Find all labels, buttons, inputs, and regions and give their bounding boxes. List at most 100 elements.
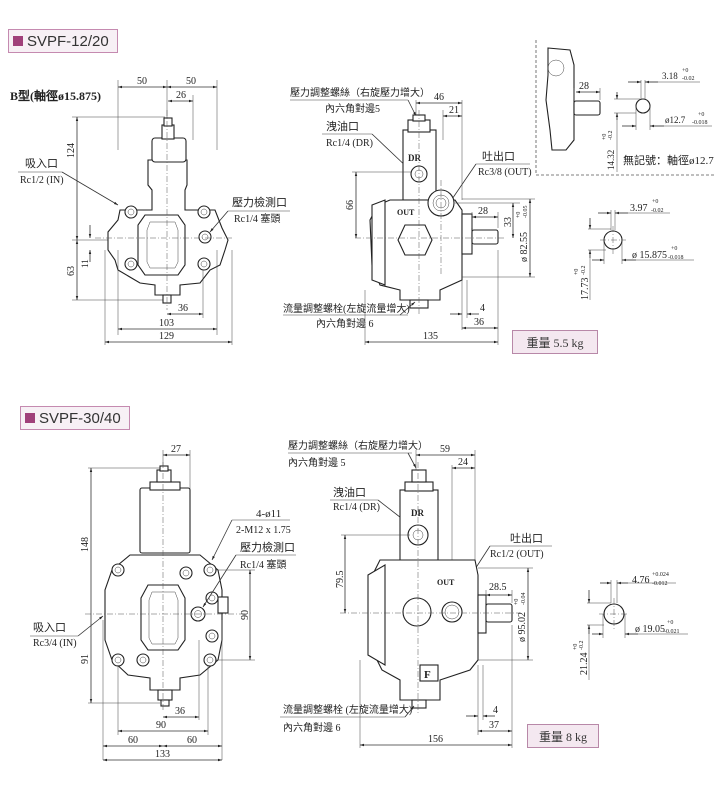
inlet-port-30-40: Rc3/4 (IN) xyxy=(33,638,77,649)
stamp-f: F xyxy=(424,669,431,681)
pilot-tol-upper-30-40: +0 xyxy=(514,599,520,605)
key-height-tol-upper-30-40: +0 xyxy=(573,644,579,650)
inset-key-height: 14.32 xyxy=(606,150,616,170)
dim-36: 36 xyxy=(178,303,188,314)
svpf-30-40-shaft-detail: 4.76 +0.024 -0.012 ø 19.05 +0 -0.021 21.… xyxy=(573,572,688,680)
flow-hex-label-30-40: 內六角對邊 6 xyxy=(283,721,341,734)
b-key-height-tol-lower: -0.2 xyxy=(581,266,587,276)
thread-label: 2-M12 x 1.75 xyxy=(236,525,291,536)
b-key-width: 3.97 xyxy=(630,203,648,214)
drain-port: Rc1/4 (DR) xyxy=(326,138,373,149)
dim-60-right: 60 xyxy=(187,735,197,746)
dim-36-side: 36 xyxy=(474,317,484,328)
pressure-hex-label-30-40: 內六角對邊 5 xyxy=(288,456,346,469)
svpf-12-20-b-type-shaft-detail: 3.97 +0 -0.02 ø 15.875 +0 -0.018 17.73 +… xyxy=(574,199,694,300)
shaft-tol-lower-30-40: -0.021 xyxy=(664,629,680,635)
dim-37: 37 xyxy=(489,720,499,731)
dim-90: 90 xyxy=(156,720,166,731)
flow-hex-label: 內六角對邊 6 xyxy=(316,317,374,330)
weight-badge-12-20: 重量 5.5 kg xyxy=(512,330,598,354)
key-height-tol-lower-30-40: -0.2 xyxy=(579,641,585,651)
key-height-30-40: 21.24 xyxy=(579,653,590,676)
section-title-svpf-12-20: SVPF-12/20 xyxy=(8,29,118,53)
dim-129: 129 xyxy=(159,331,174,342)
flow-screw-label-30-40: 流量調整螺栓 (左旋流量增大) xyxy=(283,703,412,716)
pressure-screw-label-30-40: 壓力調整螺絲（右旋壓力增大） xyxy=(288,439,428,452)
gauge-label-30-40: 壓力檢測口 xyxy=(240,540,295,554)
dim-50-left: 50 xyxy=(137,76,147,87)
pilot-tol-lower-30-40: -0.04 xyxy=(521,593,527,606)
gauge-port-30-40: Rc1/4 塞頭 xyxy=(240,558,286,571)
weight-text: 重量 8 kg xyxy=(538,729,587,744)
b-shaft-dia: ø 15.875 xyxy=(632,250,667,261)
svpf-30-40-front-view: 27 148 91 xyxy=(30,444,296,762)
dim-24: 24 xyxy=(458,457,468,468)
b-key-tol-lower: -0.02 xyxy=(651,208,664,214)
inset-key-tol-upper: +0 xyxy=(682,68,688,74)
inset-key-width: 3.18 xyxy=(662,71,678,81)
pressure-hex-label: 內六角對邊5 xyxy=(325,102,380,115)
holes-label: 4-ø11 xyxy=(256,508,281,520)
stamp-out-30-40: OUT xyxy=(437,578,455,587)
section-title-svpf-30-40: SVPF-30/40 xyxy=(20,406,130,430)
dim-36-30-40: 36 xyxy=(175,706,185,717)
inset-key-height-tol-lower: -0.2 xyxy=(608,131,614,141)
pressure-screw-label: 壓力調整螺絲（右旋壓力增大） xyxy=(290,86,430,99)
dim-33: 33 xyxy=(503,217,514,227)
dim-60-left: 60 xyxy=(128,735,138,746)
dim-pilot-95-02: ø 95.02 xyxy=(517,612,528,642)
dim-46: 46 xyxy=(434,92,444,103)
svpf-30-40-side-view: 壓力調整螺絲（右旋壓力增大） 內六角對邊 5 洩油口 Rc1/4 (DR) 吐出… xyxy=(280,439,552,748)
dim-21: 21 xyxy=(449,105,459,116)
dim-63: 63 xyxy=(66,266,77,276)
outlet-port-30-40: Rc1/2 (OUT) xyxy=(490,549,544,560)
dim-79-5: 79.5 xyxy=(335,571,346,589)
svpf-12-20-front-view: B型(軸徑ø15.875) 50 50 26 124 63 11 xyxy=(10,76,290,345)
pilot-tol-upper: +0 xyxy=(516,212,522,218)
outlet-label: 吐出口 xyxy=(482,149,515,163)
outlet-label-30-40: 吐出口 xyxy=(510,531,543,545)
dim-28-5: 28.5 xyxy=(489,582,507,593)
b-shaft-tol-lower: -0.018 xyxy=(668,255,684,261)
inset-note: 無記號：軸徑ø12.7 xyxy=(623,153,714,167)
stamp-out: OUT xyxy=(397,208,415,217)
drain-label: 洩油口 xyxy=(326,119,359,133)
dim-103: 103 xyxy=(159,318,174,329)
dim-59: 59 xyxy=(440,444,450,455)
dim-91: 91 xyxy=(80,654,91,664)
dim-4-30-40: 4 xyxy=(493,705,498,716)
inset-shaft-dia: ø12.7 xyxy=(665,115,686,125)
dim-26: 26 xyxy=(176,90,186,101)
gauge-label: 壓力檢測口 xyxy=(232,195,287,209)
svpf-12-20-side-view: 壓力調整螺絲（右旋壓力增大） 內六角對邊5 洩油口 Rc1/4 (DR) 吐出口… xyxy=(283,86,535,345)
inset-dim-28: 28 xyxy=(579,81,589,92)
bolt-icons xyxy=(111,563,219,667)
inlet-port: Rc1/2 (IN) xyxy=(20,175,64,186)
section-title-text: SVPF-12/20 xyxy=(27,32,109,50)
dim-133: 133 xyxy=(155,749,170,760)
svpf-12-20-standard-shaft-inset: 28 3.18 +0 -0.02 ø12.7 +0 -0.018 14.32 +… xyxy=(535,40,714,176)
dim-90-vertical: 90 xyxy=(240,610,251,620)
shaft-tol-upper-30-40: +0 xyxy=(667,620,673,626)
dim-4: 4 xyxy=(480,303,485,314)
inset-key-height-tol-upper: +0 xyxy=(602,134,608,140)
dim-27: 27 xyxy=(171,444,181,455)
key-width-30-40: 4.76 xyxy=(632,575,650,586)
inset-shaft-tol-lower: -0.018 xyxy=(692,120,708,126)
stamp-dr-30-40: DR xyxy=(411,508,424,518)
dim-148: 148 xyxy=(80,537,91,552)
dim-66: 66 xyxy=(345,200,356,210)
dim-135: 135 xyxy=(423,331,438,342)
dim-pilot-82-55: ø 82.55 xyxy=(519,232,530,262)
weight-text: 重量 5.5 kg xyxy=(526,335,584,350)
bolt-icons xyxy=(124,205,212,271)
inlet-label-30-40: 吸入口 xyxy=(33,622,66,634)
key-tol-lower-30-40: -0.012 xyxy=(652,581,668,587)
dim-124: 124 xyxy=(66,143,77,158)
bullet-square-icon xyxy=(13,36,23,46)
b-shaft-tol-upper: +0 xyxy=(671,246,677,252)
drain-label-30-40: 洩油口 xyxy=(333,485,366,499)
key-tol-upper-30-40: +0.024 xyxy=(652,572,669,578)
shaft-dia-30-40: ø 19.05 xyxy=(635,624,665,635)
